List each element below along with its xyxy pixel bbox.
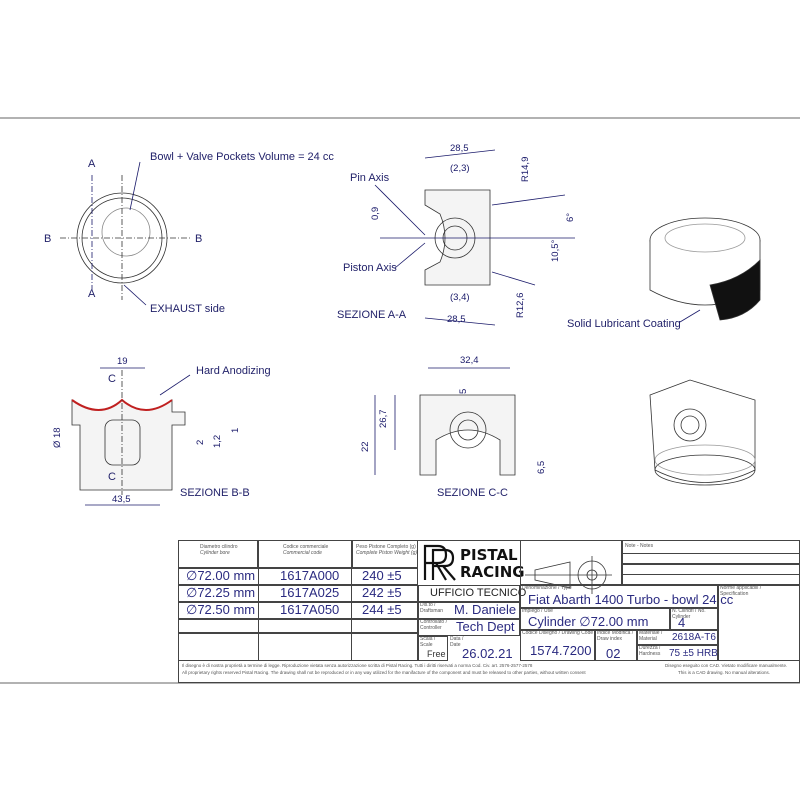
section-bb-title: SEZIONE B-B [180,487,250,499]
spec-label: Norme applicabili / Specification [720,585,762,597]
exhaust-side-label: EXHAUST side [150,303,225,315]
index-value: 02 [606,646,621,661]
dim-2-3: (2,3) [450,163,470,174]
bore-cell: ∅72.25 mm [186,585,256,600]
use-value: Cylinder ∅72.00 mm [528,614,649,629]
dim-28-5-bottom: 28,5 [447,314,466,325]
use-label: Impiego / Use [522,608,553,614]
bore-cell: ∅72.00 mm [186,568,256,583]
code-cell: 1617A025 [280,585,340,600]
pin-axis-label: Pin Axis [350,172,390,184]
notes-label: Note - Notes [625,543,654,549]
dim-1-2: 1,2 [212,434,223,448]
dim-0-9: 0,9 [370,206,381,220]
dim-r14-9: R14,9 [520,156,531,182]
drawing-code-label: Codice Disegno / Drawing Code [522,630,594,636]
col-header-weight: Peso Pistone Completo (g)Complete Piston… [356,544,418,556]
cylinders-label: N. Cilindri / No. Cylinder [672,608,706,620]
logo-line1: PISTAL [460,546,518,564]
dim-6-deg: 6° [565,212,576,222]
section-mark-a-bottom: A [88,288,96,300]
weight-cell: 240 ±5 [362,568,402,583]
section-cc-title: SEZIONE C-C [437,487,508,499]
scale-label: Scala / Scale [420,636,436,648]
drafter-value: M. Daniele [454,602,517,617]
dim-dia-18: Ø 18 [52,427,63,448]
controller-value: Tech Dept [456,619,515,634]
dim-10-5-deg: 10,5° [550,239,561,262]
material-label: Materiale / Material [639,630,663,642]
iso-piston-bottom [649,379,756,486]
code-cell: 1617A000 [280,568,340,583]
material-value: 2618A-T6 [672,632,716,643]
type-value: Fiat Abarth 1400 Turbo - bowl 24 cc [528,592,734,607]
hardness-value: 75 ±5 HRB [669,648,718,659]
office-label: UFFICIO TECNICO [430,587,527,599]
logo-monogram-icon [423,544,456,581]
bore-cell: ∅72.50 mm [186,602,256,617]
section-bb [71,367,191,506]
dim-2: 2 [195,439,206,445]
dim-43-5: 43,5 [112,494,131,505]
dim-3-4: (3,4) [450,292,470,303]
scale-value: Free [427,649,446,659]
solid-lubricant-note: Solid Lubricant Coating [567,318,681,330]
dim-5: 5 [458,388,469,394]
type-label: Denominazione / Type [522,585,572,591]
controller-label: Controllato / Controller [420,619,447,631]
dim-1: 1 [230,427,241,433]
cad-notice-it: Disegno eseguito con CAD. Vietato modifi… [665,663,788,668]
piston-axis-label: Piston Axis [343,262,397,274]
dim-6-5: 6,5 [536,460,547,474]
code-cell: 1617A050 [280,602,340,617]
dim-r12-6: R12,6 [515,292,526,318]
legal-notice-it: Il disegno è di nostra proprietà a termi… [182,663,533,668]
dim-28-5-top: 28,5 [450,143,469,154]
dim-19: 19 [117,356,128,367]
section-cc [374,367,516,476]
section-mark-c-bottom: C [108,471,116,483]
section-aa-title: SEZIONE A-A [337,309,407,321]
section-mark-a-top: A [88,158,96,170]
section-aa [374,149,575,326]
legal-notice-en: All proprietary rights reserved Pistal R… [182,670,586,675]
date-label: Data / Date [450,636,464,648]
index-label: Indice Modifica / Draw index [597,630,634,642]
hardness-label: Durezza / Hardness [639,645,661,657]
section-mark-b-left: B [44,233,52,245]
section-mark-c-top: C [108,373,116,385]
dim-26-7: 26,7 [378,409,389,429]
date-value: 26.02.21 [462,646,513,661]
cylinders-value: 4 [678,615,686,630]
drawing-code-value: 1574.7200 [530,643,592,658]
dim-22: 22 [360,441,371,452]
hard-anodizing-note: Hard Anodizing [196,365,271,377]
projection-symbol [525,556,612,594]
logo-line2: RACING [460,563,525,581]
top-view [60,161,190,306]
bowl-volume-note: Bowl + Valve Pockets Volume = 24 cc [150,151,334,163]
drafter-label: Dis.to / Draftsman [420,602,444,614]
iso-piston-top [649,217,761,323]
weight-cell: 244 ±5 [362,602,402,617]
cad-notice-en: This is a CAD drawing. No manual alterat… [678,670,771,675]
section-mark-b-right: B [195,233,203,245]
weight-cell: 242 ±5 [362,585,402,600]
dim-32-4: 32,4 [460,355,479,366]
